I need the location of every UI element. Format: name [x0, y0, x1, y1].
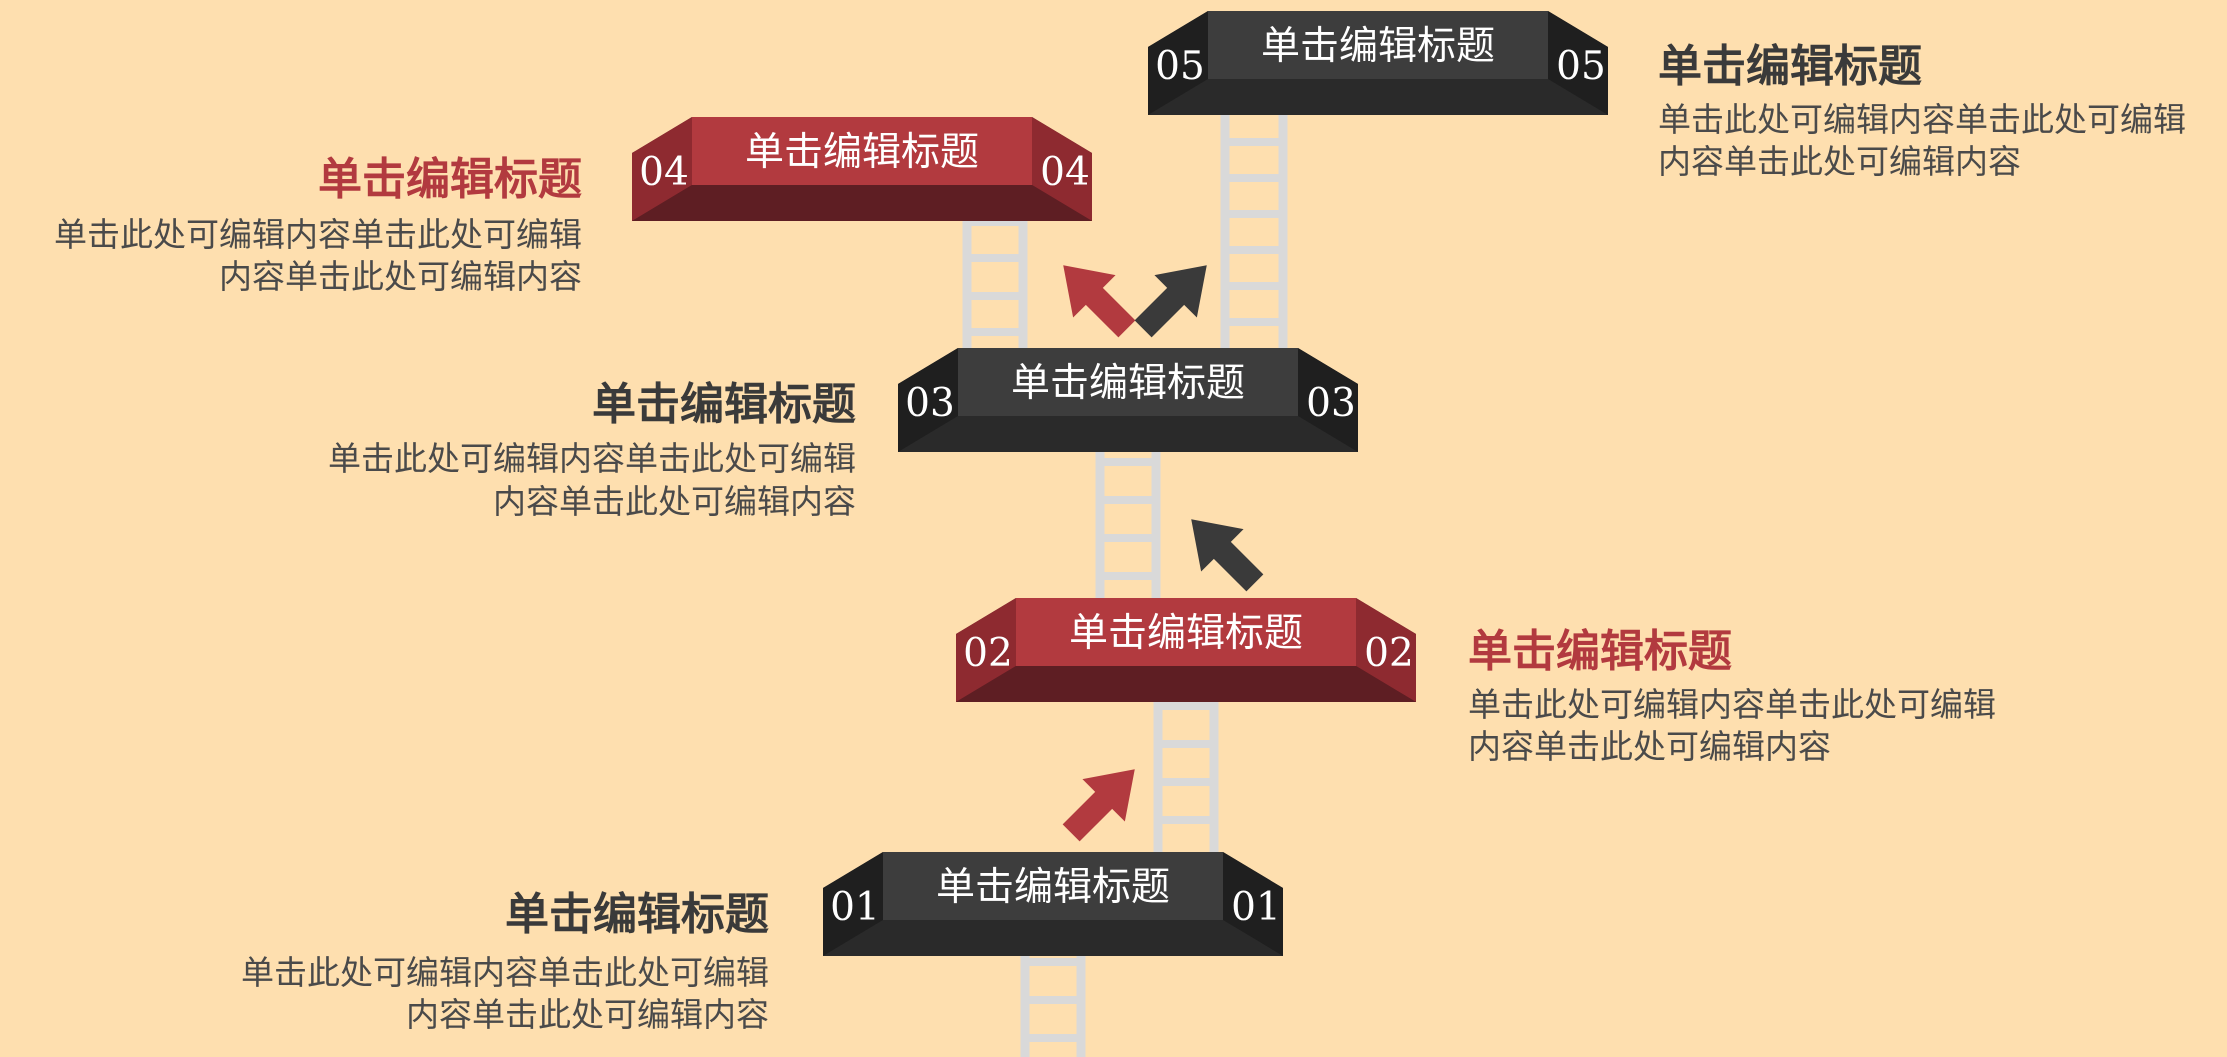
step-02-block-title: 单击编辑标题: [1068, 611, 1303, 656]
step-01-caption-line-2: 内容单击此处可编辑内容: [406, 995, 769, 1034]
step-05-number-right: 05: [1556, 44, 1606, 89]
step-05-number-left: 05: [1155, 44, 1205, 89]
step-04-block-title: 单击编辑标题: [744, 130, 979, 175]
step-01-number-left: 01: [830, 885, 880, 930]
step-03-block-title: 单击编辑标题: [1010, 361, 1245, 406]
ladder-1: [1020, 938, 1086, 1057]
step-03-number-left: 03: [905, 381, 955, 426]
step-03-caption-title: 单击编辑标题: [592, 379, 856, 430]
step-05-caption-line-1: 单击此处可编辑内容单击此处可编辑: [1658, 100, 2186, 139]
ladder-2: [1153, 684, 1219, 860]
step-03-caption-line-2: 内容单击此处可编辑内容: [493, 482, 856, 521]
step-02-caption-line-2: 内容单击此处可编辑内容: [1468, 727, 1831, 766]
step-01-block-title: 单击编辑标题: [935, 865, 1170, 910]
step-02-number-right: 02: [1364, 631, 1414, 676]
step-02-caption-line-1: 单击此处可编辑内容单击此处可编辑: [1468, 685, 1996, 724]
arrow-2-to-3: [1170, 498, 1277, 605]
step-05-block-title: 单击编辑标题: [1260, 24, 1495, 69]
step-04-number-left: 04: [639, 150, 689, 195]
step-05-caption-line-2: 内容单击此处可编辑内容: [1658, 142, 2021, 181]
step-03-number-right: 03: [1306, 381, 1356, 426]
step-04-caption-line-2: 内容单击此处可编辑内容: [219, 257, 582, 296]
step-04-caption-line-1: 单击此处可编辑内容单击此处可编辑: [54, 215, 582, 254]
step-01-number-right: 01: [1231, 885, 1281, 930]
ladder-5: [1220, 96, 1288, 350]
ladder-3: [1095, 432, 1161, 600]
step-01-caption-title: 单击编辑标题: [505, 889, 769, 940]
step-04-number-right: 04: [1040, 150, 1090, 195]
step-03-caption-line-1: 单击此处可编辑内容单击此处可编辑: [328, 439, 856, 478]
step-04-caption-title: 单击编辑标题: [318, 154, 582, 205]
arrow-3-to-5: [1121, 244, 1228, 351]
arrow-1-to-2: [1049, 748, 1156, 855]
arrow-3-to-4: [1042, 244, 1149, 351]
step-02-number-left: 02: [963, 631, 1013, 676]
step-02-caption-title: 单击编辑标题: [1468, 626, 1732, 677]
ladder-4: [962, 202, 1028, 350]
step-05-caption-title: 单击编辑标题: [1658, 41, 1922, 92]
step-01-caption-line-1: 单击此处可编辑内容单击此处可编辑: [241, 953, 769, 992]
